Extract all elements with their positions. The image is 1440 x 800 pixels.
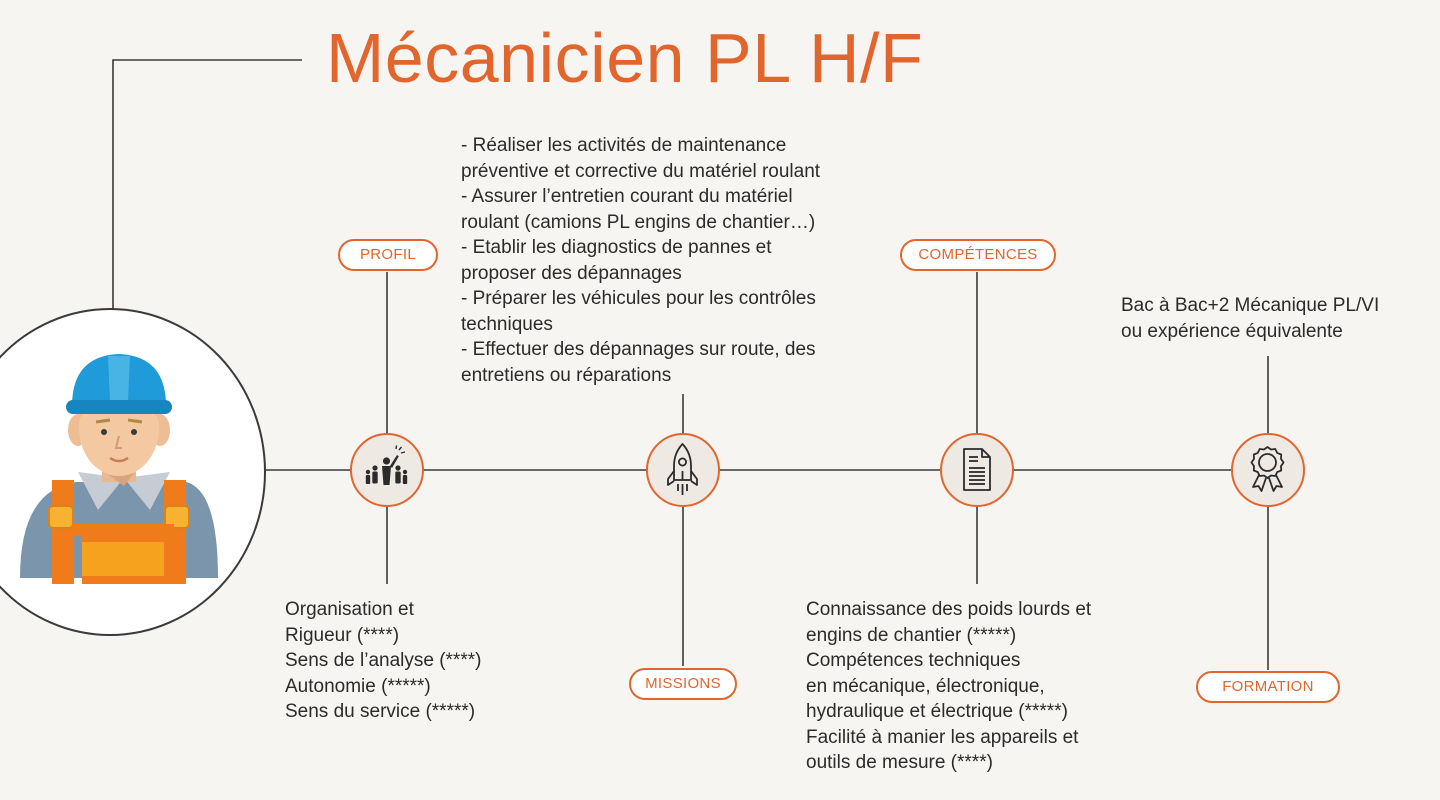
competences-line: hydraulique et électrique (*****) [806, 701, 1068, 722]
formation-line: Bac à Bac+2 Mécanique PL/VI [1121, 295, 1380, 316]
missions-line: - Assurer l’entretien courant du matérie… [461, 186, 793, 207]
team-leader-icon [365, 445, 408, 485]
missions-text: - Réaliser les activités de maintenance … [461, 133, 820, 388]
formation-text: Bac à Bac+2 Mécanique PL/VI ou expérienc… [1121, 293, 1379, 344]
competences-line: Facilité à manier les appareils et [806, 726, 1079, 748]
profil-text: Organisation et Rigueur (****) Sens de l… [285, 597, 481, 725]
formation-line: ou expérience équivalente [1121, 320, 1343, 342]
mechanic-illustration [20, 354, 218, 584]
missions-line: roulant (camions PL engins de chantier…) [461, 211, 816, 233]
award-ribbon-icon [1250, 446, 1285, 492]
node-profil [350, 433, 424, 507]
competences-line: en mécanique, électronique, [806, 675, 1045, 697]
competences-line: Compétences techniques [806, 650, 1021, 671]
profil-line: Autonomie (*****) [285, 675, 431, 697]
competences-line: Connaissance des poids lourds et [806, 599, 1092, 620]
label-profil: PROFIL [338, 239, 438, 271]
missions-line: techniques [461, 313, 553, 335]
missions-line: - Etablir les diagnostics de pannes et [461, 237, 772, 258]
profil-line: Sens du service (*****) [285, 701, 476, 722]
profil-line: Organisation et [285, 599, 414, 620]
label-competences: COMPÉTENCES [900, 239, 1056, 271]
missions-line: proposer des dépannages [461, 262, 682, 284]
label-formation: FORMATION [1196, 671, 1340, 703]
profil-line: Rigueur (****) [285, 624, 400, 646]
profil-line: Sens de l’analyse (****) [285, 650, 482, 671]
label-missions: MISSIONS [629, 668, 737, 700]
node-formation [1231, 433, 1305, 507]
page-title: Mécanicien PL H/F [326, 19, 924, 97]
missions-line: préventive et corrective du matériel rou… [461, 160, 821, 182]
competences-line: engins de chantier (*****) [806, 624, 1017, 646]
missions-line: - Réaliser les activités de maintenance [461, 135, 787, 156]
node-competences [940, 433, 1014, 507]
competences-line: outils de mesure (****) [806, 752, 993, 773]
node-missions [646, 433, 720, 507]
document-icon [963, 448, 991, 491]
rocket-icon [667, 443, 698, 495]
missions-line: - Préparer les véhicules pour les contrô… [461, 288, 816, 309]
missions-line: entretiens ou réparations [461, 364, 672, 386]
missions-line: - Effectuer des dépannages sur route, de… [461, 339, 816, 360]
competences-text: Connaissance des poids lourds et engins … [806, 597, 1091, 776]
